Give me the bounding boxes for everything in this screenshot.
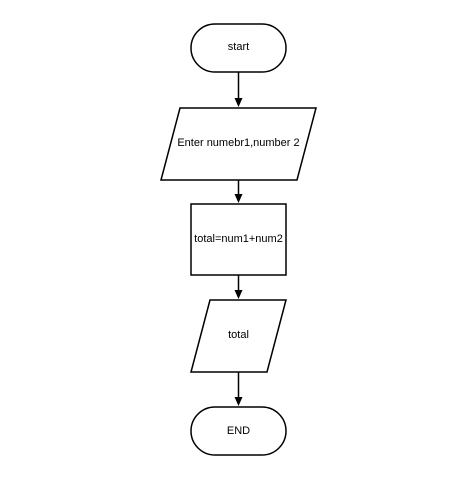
end-node: END [190, 406, 287, 456]
arrow-input-to-process [234, 180, 243, 203]
input-label: Enter numebr1,number 2 [177, 137, 299, 149]
arrow-process-to-output [234, 275, 243, 299]
output-node: total [190, 299, 287, 373]
end-label: END [227, 425, 250, 437]
arrow-start-to-input [234, 72, 243, 107]
output-label: total [228, 329, 249, 341]
input-node: Enter numebr1,number 2 [160, 107, 317, 181]
start-node: start [190, 23, 287, 73]
arrow-output-to-end [234, 372, 243, 406]
start-label: start [228, 41, 249, 53]
process-label: total=num1+num2 [194, 233, 283, 245]
process-node: total=num1+num2 [190, 203, 287, 276]
